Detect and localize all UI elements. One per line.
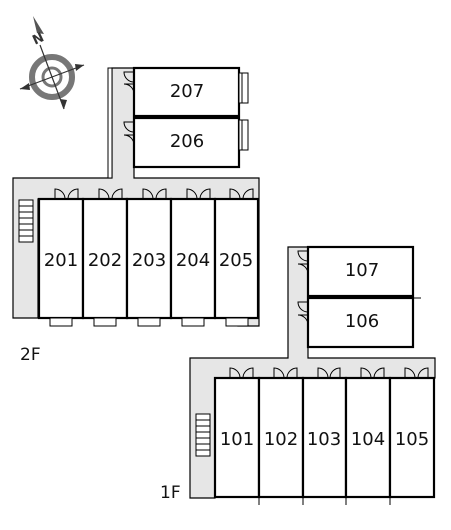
door-icon — [297, 250, 309, 326]
unit-label-206: 206 — [170, 131, 204, 152]
unit-202: 202 — [81, 197, 129, 327]
unit-label-105: 105 — [395, 429, 429, 450]
unit-label-103: 103 — [307, 429, 341, 450]
unit-label-104: 104 — [351, 429, 385, 450]
staircase-icon — [195, 413, 211, 457]
unit-203: 203 — [125, 197, 173, 327]
staircase-icon — [18, 199, 34, 243]
floor-label-2f: 2F — [20, 345, 41, 365]
unit-label-201: 201 — [44, 250, 78, 271]
unit-101: 101 — [213, 376, 261, 499]
unit-label-204: 204 — [176, 250, 210, 271]
unit-label-207: 207 — [170, 81, 204, 102]
unit-label-202: 202 — [88, 250, 122, 271]
unit-205: 205 — [213, 197, 260, 327]
unit-label-205: 205 — [219, 250, 253, 271]
unit-102: 102 — [257, 376, 305, 499]
unit-label-107: 107 — [345, 260, 379, 281]
compass-rose-icon: N — [19, 16, 85, 110]
unit-105: 105 — [388, 376, 436, 499]
unit-107: 107 — [306, 245, 415, 298]
unit-207: 207 — [132, 66, 249, 118]
north-label: N — [30, 30, 46, 48]
unit-201: 201 — [37, 197, 85, 327]
unit-106: 106 — [306, 296, 421, 349]
unit-label-102: 102 — [264, 429, 298, 450]
unit-204: 204 — [169, 197, 217, 327]
unit-206: 206 — [132, 116, 249, 169]
unit-104: 104 — [344, 376, 392, 499]
door-icon — [123, 71, 135, 146]
door-icon — [54, 188, 254, 200]
unit-label-101: 101 — [220, 429, 254, 450]
balcony — [222, 496, 426, 505]
floor-2f: 207 206 201 202 203 — [12, 66, 260, 365]
floor-label-1f: 1F — [160, 483, 181, 503]
unit-label-203: 203 — [132, 250, 166, 271]
floor-1f: 107 106 101 102 103 104 — [160, 245, 436, 505]
unit-label-106: 106 — [345, 311, 379, 332]
unit-103: 103 — [301, 376, 348, 499]
door-icon — [229, 367, 429, 379]
